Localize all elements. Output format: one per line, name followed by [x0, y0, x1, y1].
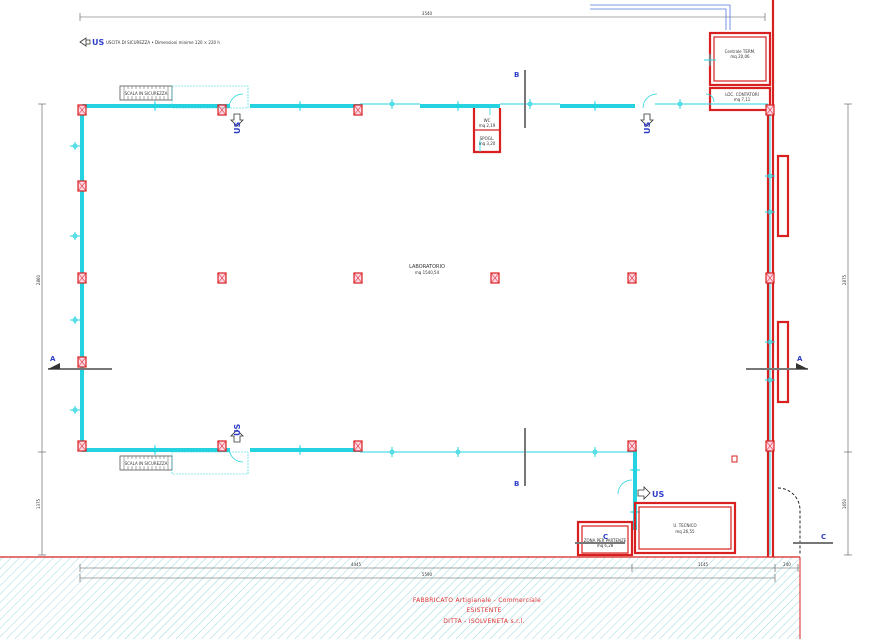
pillars	[77, 104, 775, 452]
lab-area: mq 1540,54	[415, 270, 440, 275]
title-line-3: DITTA - ISOLVENETA s.r.l.	[443, 618, 525, 625]
exit-top-left-label: US	[233, 122, 242, 134]
exit-arrow-icon	[230, 113, 244, 127]
stair-top-label: SCALA IN SICUREZZA	[125, 91, 168, 96]
right-dim-lower: 1650	[842, 498, 847, 509]
section-markers: A A B B C C	[48, 70, 833, 544]
exit-top-right-label: US	[643, 122, 652, 134]
attesa-name: ZONA PER PARTENZE	[584, 538, 627, 543]
wc-block: WC mq 2,19 SPOGL. mq 3,20	[472, 104, 502, 154]
section-c-left: C	[603, 533, 608, 541]
exit-bottom-right-label: US	[652, 490, 664, 499]
service-rooms-top-right: Centrale TERM. mq 20,06 LOC. CONTATORI m…	[704, 31, 772, 112]
wc-name: WC	[484, 118, 491, 123]
left-dim-lower: 1375	[36, 498, 41, 509]
mullions	[69, 98, 776, 517]
title-line-2: ESISTENTE	[466, 607, 501, 614]
ufficio-area: mq 26,55	[675, 529, 695, 534]
office-blocks: U. TECNICO mq 26,55 ZONA PER PARTENZE mq…	[576, 455, 801, 557]
ground-hatch	[0, 557, 800, 639]
header-note-text: USCITA DI SICUREZZA • Dimensioni minime …	[106, 40, 220, 45]
exit-arrow-icon	[79, 37, 91, 47]
top-dimension: 3540	[79, 11, 766, 21]
section-b-bottom: B	[514, 480, 519, 488]
right-perimeter-walls	[766, 0, 790, 557]
bottom-dim-mid: 1145	[698, 562, 709, 567]
spogl-area: mq 3,20	[479, 141, 496, 146]
exit-bottom-left: US	[228, 424, 244, 463]
exit-arrow-icon	[230, 429, 244, 443]
bottom-dim-total: 5590	[422, 572, 433, 577]
exit-top-right: US	[640, 93, 658, 134]
top-dimension-text: 3540	[422, 11, 433, 16]
exit-bottom-right: US	[617, 479, 664, 500]
stair-bottom: SCALA IN SICUREZZA	[119, 451, 249, 475]
right-dimensions: 2875 1650	[842, 103, 852, 556]
exit-arrow-icon	[640, 113, 654, 127]
exit-bottom-left-label: US	[233, 424, 242, 436]
laboratorio-label: LABORATORIO mq 1540,54	[409, 264, 445, 275]
locale-area: mq 7,11	[734, 97, 751, 102]
header-note: US USCITA DI SICUREZZA • Dimensioni mini…	[79, 37, 220, 47]
spogl-name: SPOGL.	[480, 136, 495, 141]
centrale-name: Centrale TERM.	[725, 49, 756, 54]
section-a-right: A	[797, 355, 803, 363]
title-block: FABBRICATO Artigianale - Commerciale ESI…	[413, 597, 541, 625]
ufficio-name: U. TECNICO	[673, 523, 696, 528]
bottom-dim-right: 240	[783, 562, 791, 567]
bottom-dimensions: 4445 1145 240 5590	[79, 562, 799, 582]
title-line-1: FABBRICATO Artigianale - Commerciale	[413, 597, 541, 604]
stair-top: SCALA IN SICUREZZA	[119, 85, 249, 109]
bottom-dim-left: 4445	[351, 562, 362, 567]
section-a-left: A	[50, 355, 56, 363]
lab-name: LABORATORIO	[409, 264, 445, 270]
right-dim-main: 2875	[842, 274, 847, 285]
section-c-right: C	[821, 533, 826, 541]
glazed-perimeter	[80, 103, 771, 555]
centrale-area: mq 20,06	[730, 54, 750, 59]
locale-name: LOC. CONTATORI	[725, 92, 759, 97]
stair-bottom-label: SCALA IN SICUREZZA	[125, 461, 168, 466]
left-dimensions: 2860 1375	[36, 103, 46, 556]
service-line	[590, 4, 731, 30]
section-b-top: B	[514, 71, 519, 79]
wc-area: mq 2,19	[479, 123, 496, 128]
exit-top-left: US	[228, 93, 244, 134]
left-dim-main: 2860	[36, 274, 41, 285]
attesa-area: mq 6,28	[597, 543, 614, 548]
header-us-label: US	[92, 38, 104, 47]
exit-arrow-icon	[637, 486, 651, 500]
